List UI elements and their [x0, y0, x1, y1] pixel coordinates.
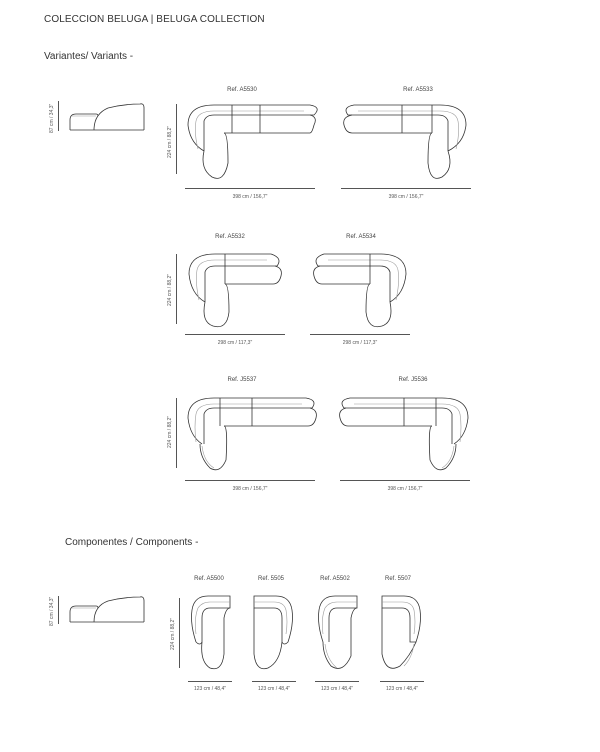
depth-line: [176, 254, 177, 324]
variant-ref-j5536: Ref. J5536: [398, 377, 428, 383]
component-5505-plan-icon: [253, 595, 293, 670]
width-label: 298 cm / 117,3": [217, 340, 253, 346]
variant-ref-a5534: Ref. A5534: [346, 234, 376, 240]
depth-label: 224 cm / 88,2": [167, 125, 173, 158]
variants-heading: Variantes/ Variants -: [44, 51, 134, 62]
width-line: [188, 681, 232, 682]
width-label: 123 cm / 48,4": [385, 686, 419, 692]
width-line: [380, 681, 424, 682]
variant-ref-a5532: Ref. A5532: [215, 234, 245, 240]
variant-ref-j5537: Ref. J5537: [227, 377, 257, 383]
width-line: [341, 188, 471, 189]
sofa-a5533-plan-icon: [343, 104, 467, 179]
depth-line: [176, 398, 177, 468]
depth-line: [179, 598, 180, 668]
component-ref-a5500: Ref. A5500: [194, 576, 224, 582]
component-ref-5505: Ref. 5505: [257, 576, 285, 582]
variant-ref-a5530: Ref. A5530: [227, 87, 257, 93]
component-ref-5507: Ref. 5507: [384, 576, 412, 582]
sofa-j5537-plan-icon: [187, 397, 317, 471]
width-line: [185, 334, 285, 335]
sofa-a5530-plan-icon: [187, 104, 318, 179]
width-label: 398 cm / 156,7": [387, 486, 423, 492]
sofa-side-view-icon: [69, 103, 145, 131]
component-a5502-plan-icon: [318, 595, 358, 669]
width-label: 123 cm / 48,4": [193, 686, 227, 692]
width-line: [310, 334, 410, 335]
depth-label: 224 cm / 88,2": [170, 617, 176, 650]
component-ref-a5502: Ref. A5502: [320, 576, 350, 582]
sofa-a5532-plan-icon: [188, 253, 282, 328]
width-label: 123 cm / 48,4": [320, 686, 354, 692]
depth-label: 224 cm / 88,2": [167, 273, 173, 306]
variant-ref-a5533: Ref. A5533: [403, 87, 433, 93]
width-label: 398 cm / 156,7": [232, 194, 268, 200]
depth-label: 224 cm / 88,2": [167, 415, 173, 448]
sofa-j5536-plan-icon: [339, 397, 469, 471]
side-view-height-line: [58, 101, 59, 131]
width-label: 398 cm / 156,7": [388, 194, 424, 200]
width-line: [185, 480, 315, 481]
page-title: COLECCION BELUGA | BELUGA COLLECTION: [44, 14, 265, 25]
sofa-a5534-plan-icon: [313, 253, 407, 328]
component-5507-plan-icon: [381, 595, 421, 669]
width-line: [340, 480, 470, 481]
width-label: 398 cm / 156,7": [232, 486, 268, 492]
side-view-height-label: 87 cm / 34,3": [49, 103, 55, 133]
side-view-height-label: 87 cm / 34,3": [49, 596, 55, 626]
depth-line: [176, 104, 177, 174]
component-a5500-plan-icon: [191, 595, 231, 670]
width-line: [185, 188, 315, 189]
width-line: [315, 681, 359, 682]
width-label: 298 cm / 117,3": [342, 340, 378, 346]
sofa-side-view-icon: [69, 596, 145, 623]
components-heading: Componentes / Components -: [65, 537, 199, 548]
width-label: 123 cm / 48,4": [257, 686, 291, 692]
side-view-height-line: [58, 596, 59, 624]
width-line: [252, 681, 296, 682]
